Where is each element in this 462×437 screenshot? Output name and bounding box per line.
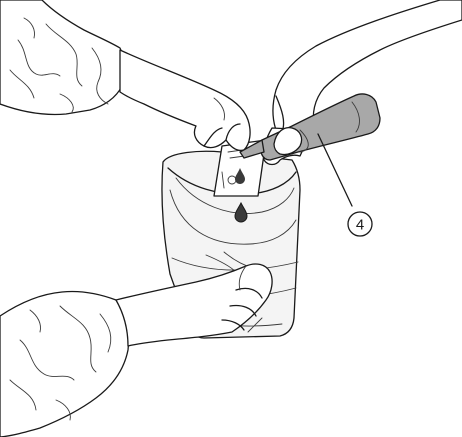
lower-left-sleeve (0, 291, 129, 437)
callout-4: 4 (348, 212, 372, 236)
callout-leader (318, 134, 352, 206)
upper-left-sleeve (0, 0, 125, 115)
callout-label: 4 (356, 217, 364, 234)
upper-left-hand (120, 50, 250, 150)
